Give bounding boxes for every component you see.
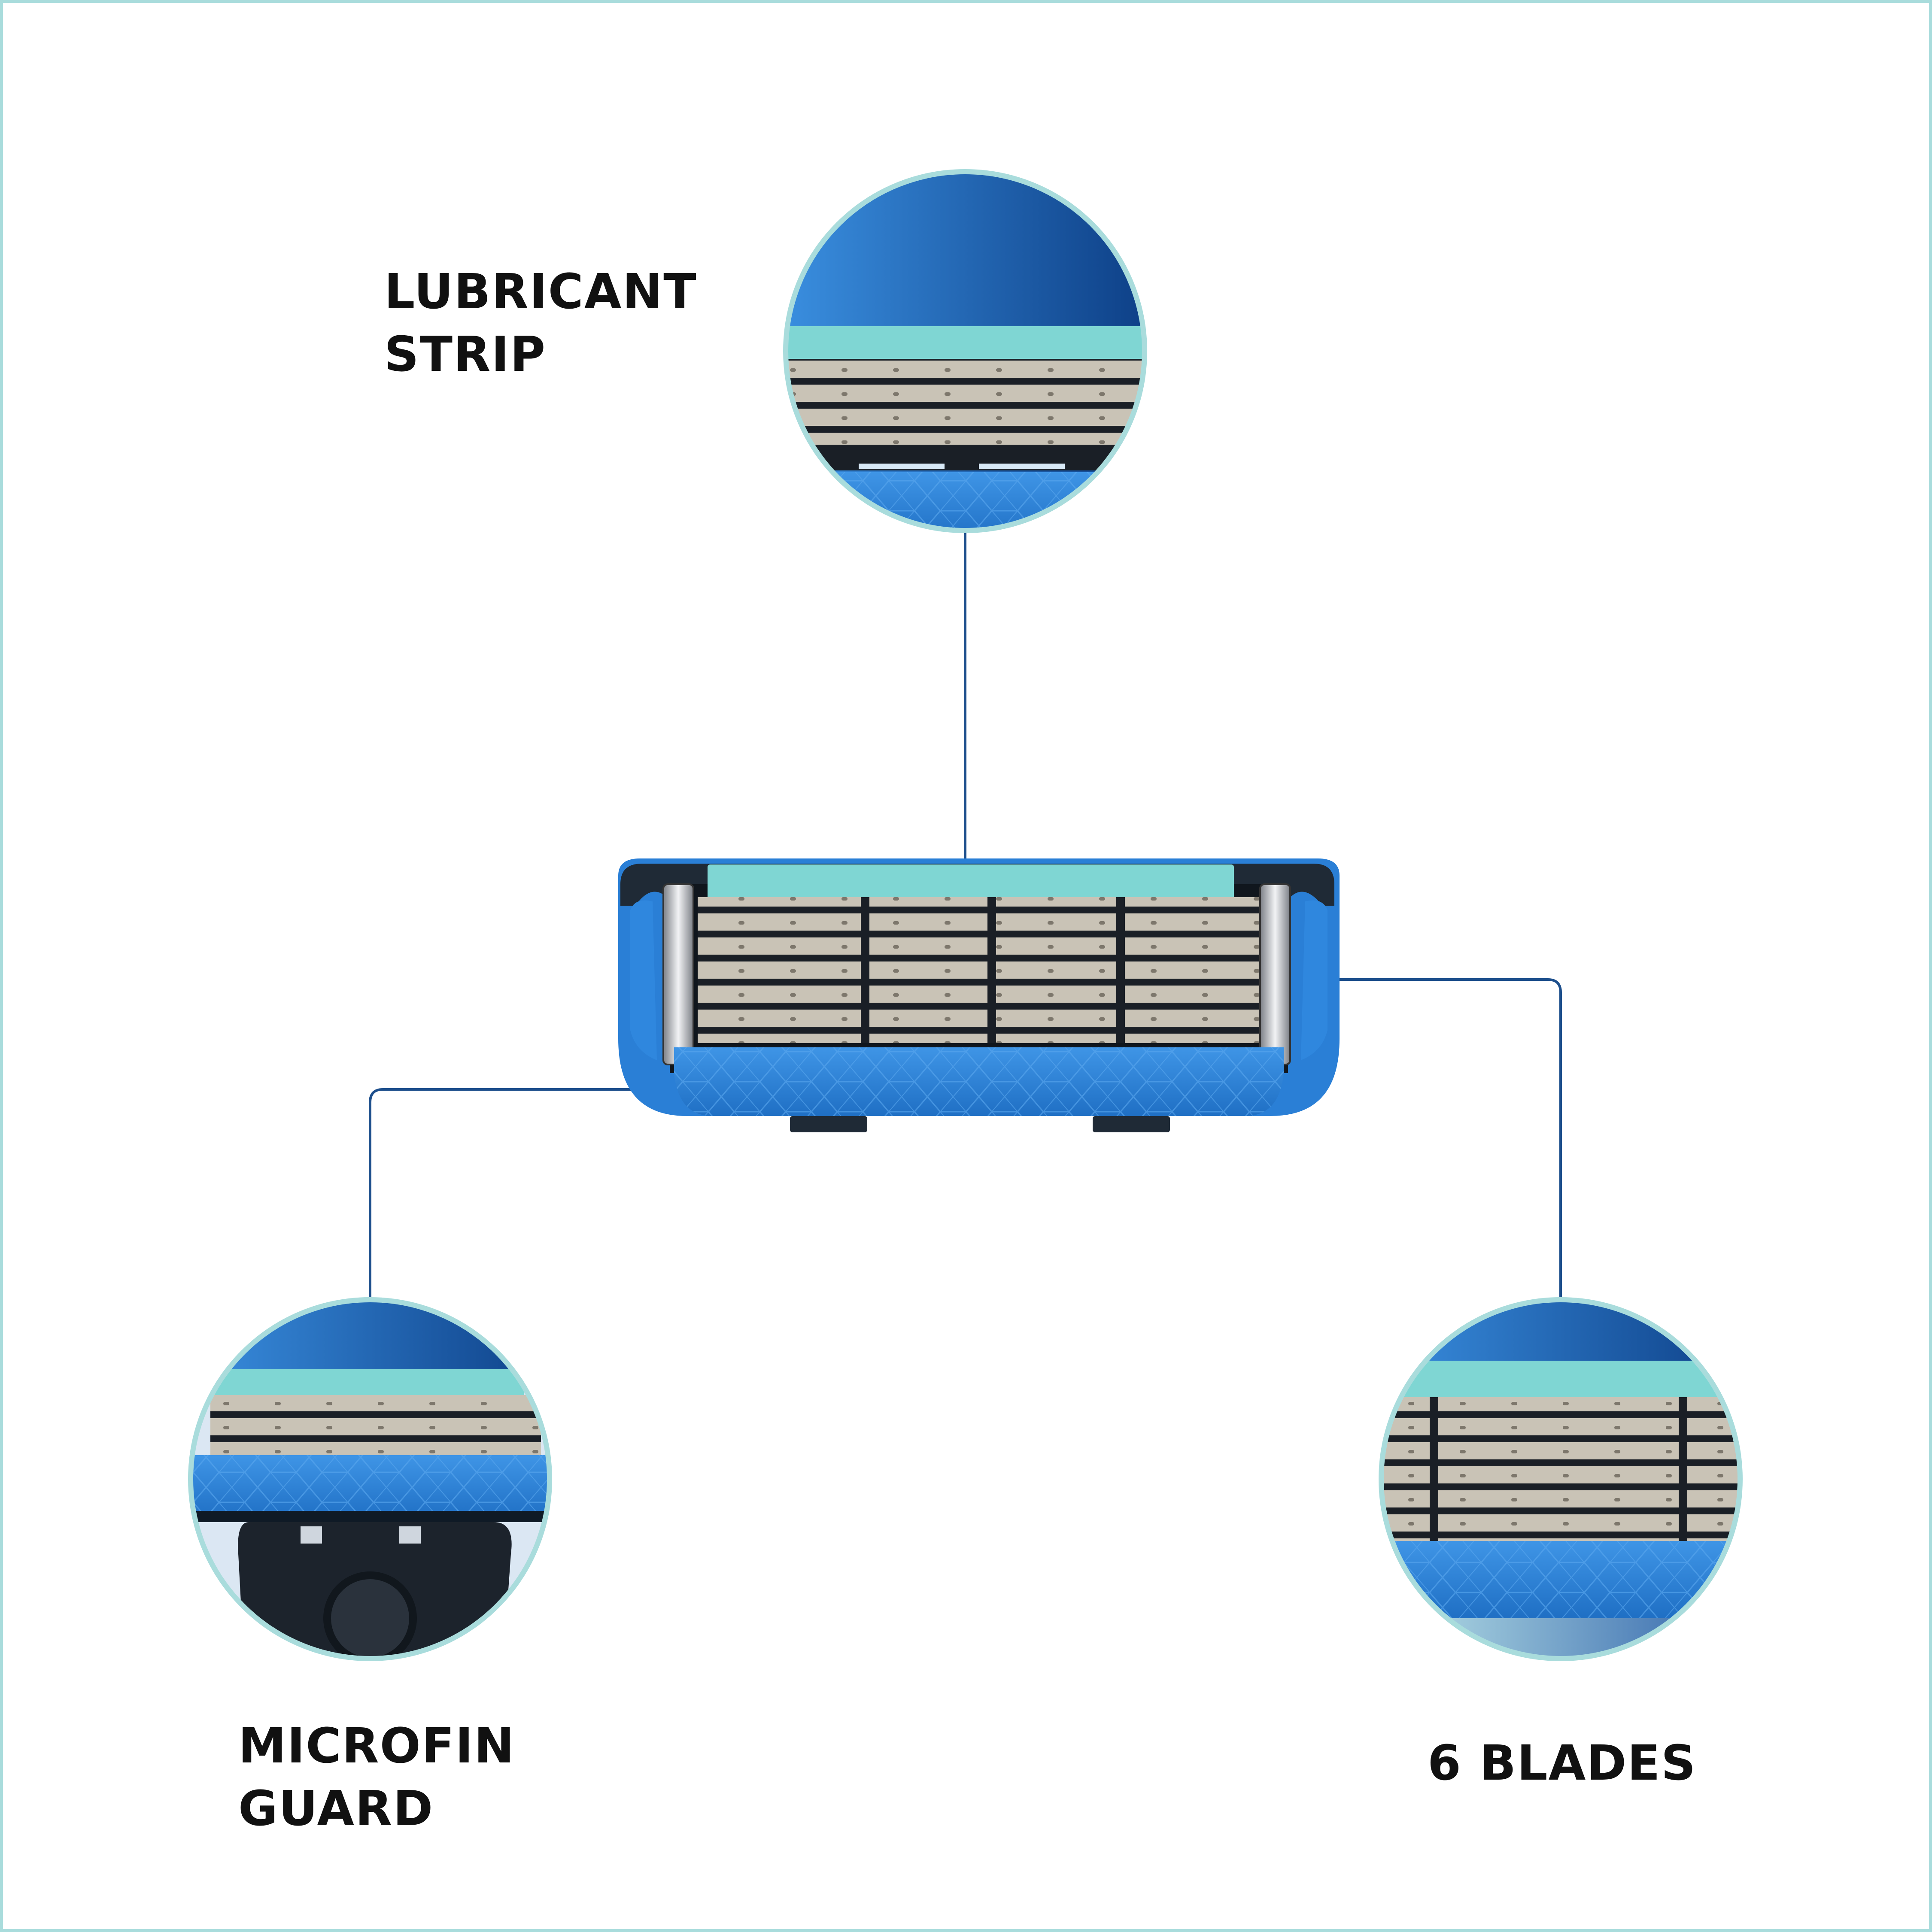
label-blades-line1: 6 BLADES	[1428, 1735, 1697, 1791]
leader-lines	[369, 531, 1562, 1300]
cartridge-foot-right	[1093, 1116, 1170, 1132]
cartridge-right-wing	[1301, 900, 1327, 1060]
blade-stack-main	[698, 897, 1260, 1043]
label-microfin-line2: GUARD	[238, 1781, 434, 1837]
zoom-circle-lubricant	[783, 169, 1147, 533]
razor-cartridge	[618, 858, 1340, 1132]
label-6-blades: 6 BLADES	[1428, 1732, 1696, 1795]
leader-line-microfin	[369, 1088, 854, 1300]
cartridge-foot-left	[790, 1116, 867, 1132]
blade-supports	[861, 897, 1125, 1043]
pivot-button	[323, 1571, 417, 1659]
cartridge-left-wing	[630, 900, 657, 1060]
zoom-circle-microfin	[188, 1297, 552, 1661]
zoom-circle-blades	[1379, 1297, 1743, 1661]
label-lubricant-line1: LUBRICANT	[384, 264, 697, 320]
label-microfin-guard: MICROFIN GUARD	[238, 1715, 515, 1840]
lubricant-strip-main	[708, 864, 1234, 906]
blade-clip-right	[1259, 883, 1291, 1065]
leader-line-blades	[1191, 978, 1562, 1300]
blade-clip-left	[662, 883, 694, 1065]
label-lubricant-line2: STRIP	[384, 327, 547, 382]
label-microfin-line1: MICROFIN	[238, 1718, 515, 1774]
label-lubricant-strip: LUBRICANT STRIP	[384, 261, 697, 386]
